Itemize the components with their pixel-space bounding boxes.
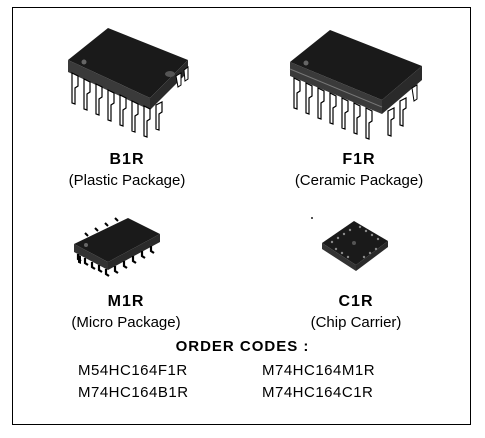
package-desc-chip-carrier: (Chip Carrier) <box>310 314 402 331</box>
order-code: M74HC164B1R <box>78 384 189 401</box>
stray-dot <box>311 217 313 219</box>
order-codes-title: ORDER CODES : <box>175 338 310 355</box>
order-code: M74HC164M1R <box>262 362 376 379</box>
soic-chip-icon <box>74 217 160 277</box>
package-code-m1r: M1R <box>107 293 145 310</box>
order-code: M54HC164F1R <box>78 362 188 379</box>
package-desc-ceramic: (Ceramic Package) <box>294 172 424 189</box>
plcc-chip-icon <box>322 221 388 271</box>
package-desc-plastic: (Plastic Package) <box>68 172 186 189</box>
package-code-f1r: F1R <box>342 151 376 168</box>
package-code-c1r: C1R <box>338 293 374 310</box>
package-code-b1r: B1R <box>109 151 145 168</box>
dip-plastic-chip-icon <box>68 28 189 138</box>
dip-ceramic-chip-icon <box>289 30 422 140</box>
package-desc-micro: (Micro Package) <box>71 314 181 331</box>
order-code: M74HC164C1R <box>262 384 374 401</box>
